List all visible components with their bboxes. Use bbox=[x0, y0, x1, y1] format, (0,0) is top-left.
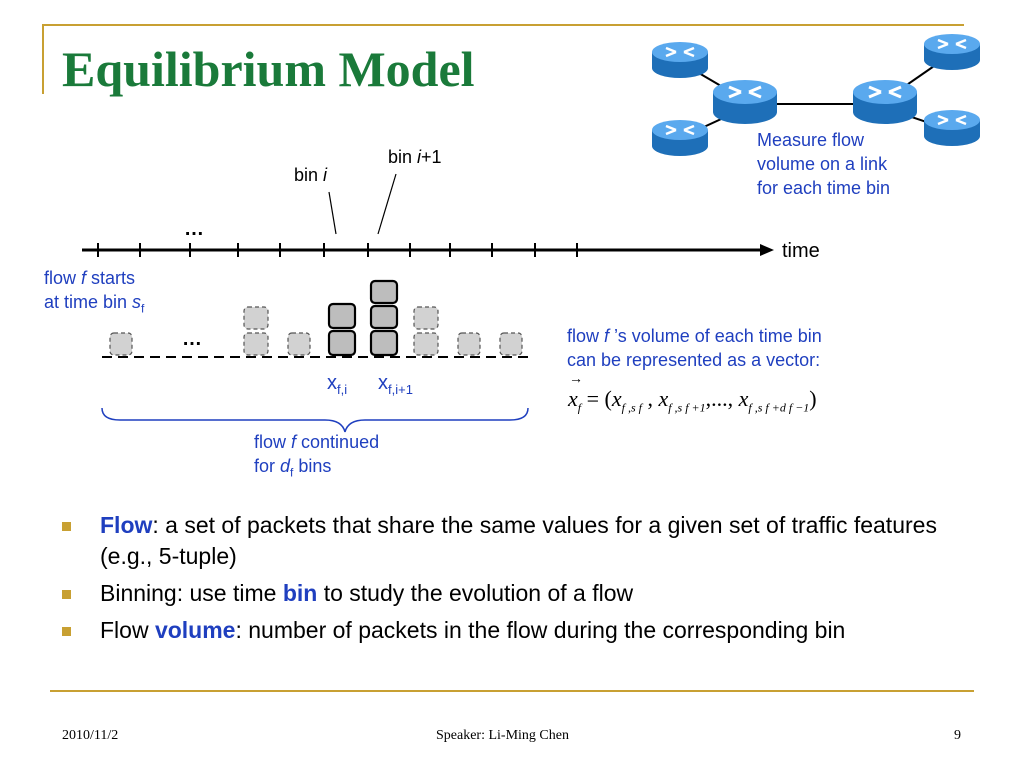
bullet-list: Flow: a set of packets that share the sa… bbox=[62, 510, 962, 652]
router-icon bbox=[711, 78, 779, 126]
network-caption-line: volume on a link bbox=[757, 154, 888, 174]
bullet-volume: Flow volume: number of packets in the fl… bbox=[62, 615, 962, 646]
flow-duration-brace bbox=[101, 407, 529, 433]
bullet-marker bbox=[62, 590, 71, 599]
time-ticks bbox=[97, 243, 578, 257]
bullet-flow: Flow: a set of packets that share the sa… bbox=[62, 510, 962, 572]
bullet-marker bbox=[62, 627, 71, 636]
network-caption-line: for each time bin bbox=[757, 178, 891, 198]
slide-title: Equilibrium Model bbox=[62, 41, 475, 97]
router-icon bbox=[922, 108, 982, 148]
footer-page-number: 9 bbox=[954, 728, 961, 743]
bin-i1-label: bin i+1 bbox=[388, 147, 442, 167]
flow-bin-diagram bbox=[82, 173, 774, 433]
x-fi1-label: xf,i+1 bbox=[378, 372, 413, 397]
router-icon bbox=[922, 32, 982, 72]
router-icon bbox=[650, 40, 710, 80]
network-diagram bbox=[650, 32, 982, 158]
time-axis-label: time bbox=[782, 240, 820, 262]
network-caption: Measure flow volume on a link for each t… bbox=[757, 128, 890, 200]
bullet-binning: Binning: use time bin to study the evolu… bbox=[62, 578, 962, 609]
flow-start-label: flow f starts at time bin sf bbox=[44, 268, 145, 316]
time-axis-arrowhead bbox=[760, 244, 774, 256]
footer-speaker: Speaker: Li-Ming Chen bbox=[436, 728, 569, 743]
bullet-marker bbox=[62, 522, 71, 531]
vector-formula: →xf = (xf ,s f , xf ,s f +1,..., xf ,s f… bbox=[568, 372, 817, 415]
bin-i-label: bin i bbox=[294, 165, 328, 185]
frame-top-rule bbox=[42, 24, 964, 26]
router-icon bbox=[851, 78, 919, 126]
network-caption-line: Measure flow bbox=[757, 130, 865, 150]
timeline-ellipsis: … bbox=[184, 218, 204, 240]
x-fi-label: xf,i bbox=[327, 372, 348, 397]
vector-description: flow f ’s volume of each time bin can be… bbox=[567, 326, 822, 370]
flow-continued-label: flow f continued for df bins bbox=[254, 432, 380, 480]
bin-i-pointer bbox=[328, 191, 337, 235]
bins-ellipsis: … bbox=[182, 328, 202, 350]
frame-bottom-rule bbox=[50, 690, 974, 692]
packet-boxes-other bbox=[109, 306, 523, 356]
vector-lhs: →x bbox=[568, 372, 583, 411]
footer-date: 2010/11/2 bbox=[62, 728, 119, 743]
packet-boxes-highlighted bbox=[327, 279, 399, 357]
frame-left-rule bbox=[42, 24, 44, 94]
bin-i1-pointer bbox=[377, 173, 397, 235]
